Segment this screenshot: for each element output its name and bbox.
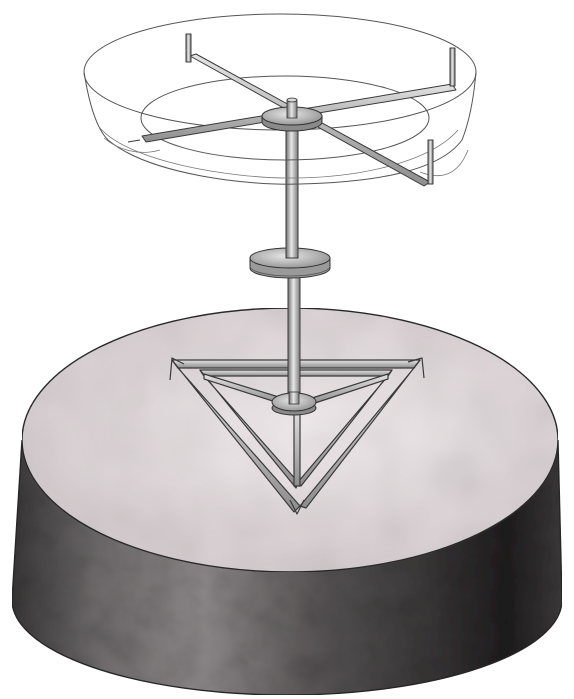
lower-shaft — [288, 270, 300, 402]
upper-shaft-rod — [286, 118, 298, 258]
tine-right — [450, 48, 455, 86]
bowl — [84, 14, 476, 184]
tine-left — [186, 34, 191, 62]
lower-shaft-rod — [288, 270, 300, 402]
tine-front — [428, 140, 433, 184]
upper-shaft — [286, 118, 298, 258]
frame-spoke-down — [294, 408, 300, 486]
tine-left-bend — [128, 140, 140, 142]
top-hub — [262, 98, 322, 131]
frame-hub — [272, 392, 316, 415]
